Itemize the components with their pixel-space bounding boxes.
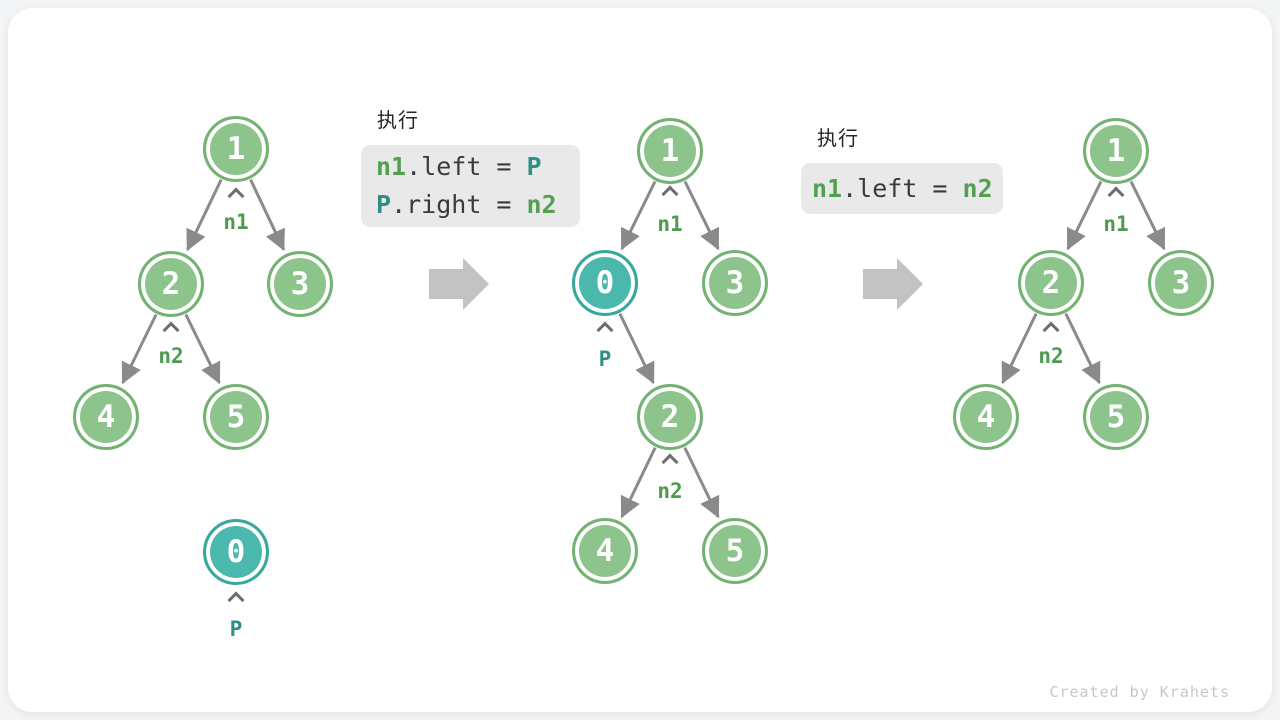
code-token: P (526, 152, 542, 181)
code-token: n1 (812, 174, 843, 203)
node-0: 0 (572, 250, 638, 316)
node-3: 3 (267, 251, 333, 317)
node-1: 1 (1083, 118, 1149, 184)
node-1: 1 (203, 116, 269, 182)
node-2: 2 (138, 251, 204, 317)
pointer-label-n1: n1 (657, 212, 683, 236)
pointer-label-n2: n2 (1038, 344, 1064, 368)
code-step-1: 执行 n1.left = P P.right = n2 (361, 104, 580, 227)
code-token: n2 (962, 174, 993, 203)
node-2: 2 (1018, 250, 1084, 316)
node-4: 4 (73, 384, 139, 450)
node-5: 5 (702, 518, 768, 584)
tree-edges (1001, 180, 1166, 385)
tree-step-1: 1 2 3 4 5 0 n1 n2 P (66, 108, 346, 668)
code-token: n1 (376, 152, 407, 181)
node-1: 1 (637, 118, 703, 184)
pointer-label-n1: n1 (223, 210, 249, 234)
tree-edges (121, 178, 286, 385)
code-line: n1.left = n2 (812, 171, 993, 206)
code-token: .left = (842, 174, 963, 203)
code-line: P.right = n2 (376, 186, 565, 224)
node-3: 3 (1148, 250, 1214, 316)
node-4: 4 (572, 518, 638, 584)
code-box: n1.left = n2 (801, 163, 1003, 214)
code-token: .left = (406, 152, 527, 181)
code-box: n1.left = P P.right = n2 (361, 145, 580, 227)
pointer-label-p: P (229, 617, 243, 641)
code-heading: 执行 (817, 128, 859, 150)
tree-edges (618, 180, 720, 519)
code-heading: 执行 (377, 110, 419, 132)
tree-step-2: 1 0 3 2 4 5 n1 P n2 (548, 108, 808, 608)
node-3: 3 (702, 250, 768, 316)
right-arrow-icon (429, 258, 489, 310)
code-token: P (376, 190, 392, 219)
code-token: .right = (391, 190, 527, 219)
watermark: Created by Krahets (1049, 683, 1230, 701)
pointer-label-p: P (598, 347, 612, 371)
code-line: n1.left = P (376, 148, 565, 186)
node-4: 4 (953, 384, 1019, 450)
node-2: 2 (637, 384, 703, 450)
node-0: 0 (203, 519, 269, 585)
pointer-label-n2: n2 (158, 344, 184, 368)
code-token: n2 (526, 190, 557, 219)
code-step-2: 执行 n1.left = n2 (801, 122, 1003, 214)
node-5: 5 (203, 384, 269, 450)
pointer-label-n2: n2 (657, 479, 683, 503)
node-5: 5 (1083, 384, 1149, 450)
tree-step-3: 1 2 3 4 5 n1 n2 (946, 108, 1226, 468)
pointer-label-n1: n1 (1103, 212, 1129, 236)
diagram-card: 1 2 3 4 5 0 n1 n2 P 执行 n1.left = P P.rig… (8, 8, 1272, 712)
right-arrow-icon (863, 258, 923, 310)
